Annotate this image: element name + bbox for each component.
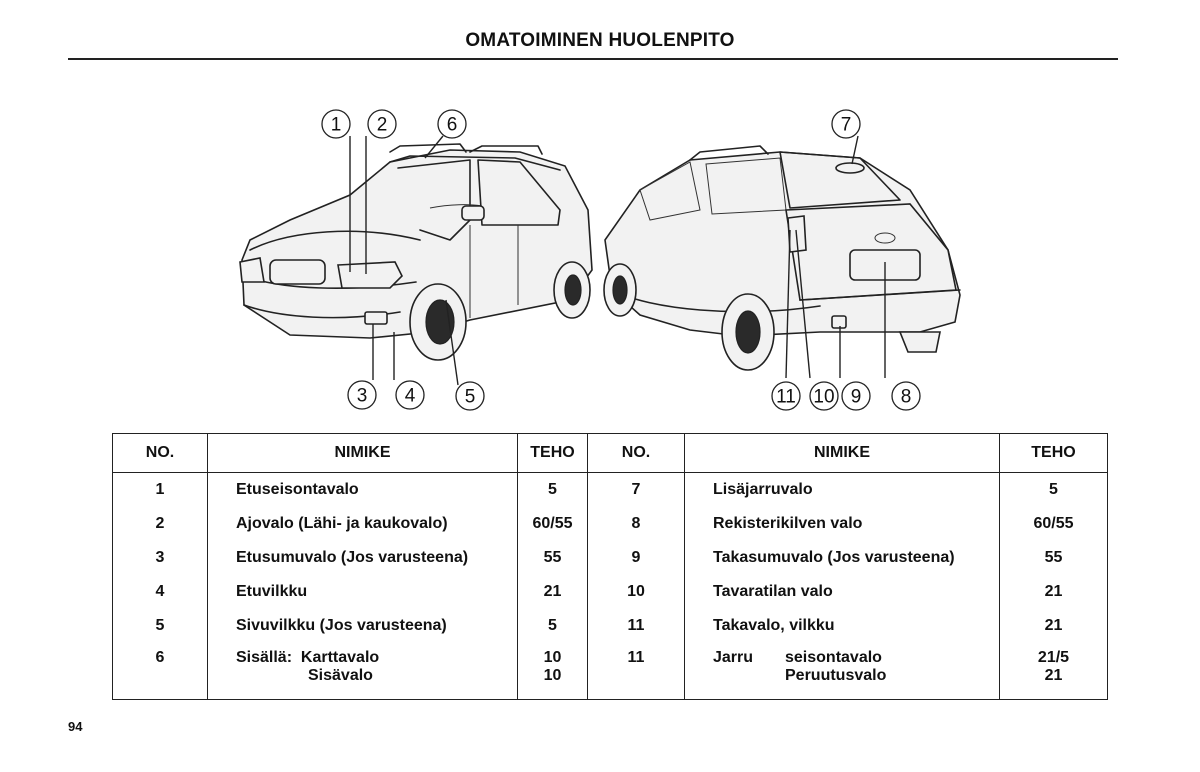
callout-9: 9	[841, 381, 871, 411]
svg-text:9: 9	[851, 387, 862, 408]
callout-6: 6	[437, 109, 467, 139]
svg-text:1: 1	[331, 115, 342, 136]
table-row: 2 Ajovalo (Lähi- ja kaukovalo) 60/55 8 R…	[113, 507, 1108, 541]
callout-11a: 11	[771, 381, 801, 411]
row-name: Takasumuvalo (Jos varusteena)	[684, 541, 1000, 575]
header-teho-left: TEHO	[517, 433, 588, 473]
vehicle-illustration: 1 2 6 3 4 5 7 11 10 9 8	[239, 109, 961, 411]
page-title: OMATOIMINEN HUOLENPITO	[465, 30, 735, 51]
row-teho-line1: 10	[543, 649, 562, 666]
callout-7: 7	[831, 109, 861, 139]
svg-text:5: 5	[465, 387, 476, 408]
row-name: Sivuvilkku (Jos varusteena)	[207, 609, 518, 643]
row-no: 9	[587, 541, 685, 575]
table-header-row: NO. NIMIKE TEHO NO. NIMIKE TEHO	[112, 433, 1108, 473]
row-no: 4	[155, 583, 165, 600]
row-no: 1	[155, 481, 165, 498]
header-nimike-right: NIMIKE	[684, 433, 1000, 473]
row-name-part-b: seisontavalo	[785, 649, 882, 666]
row-teho: 55	[999, 541, 1108, 575]
row-no: 8	[587, 507, 685, 541]
callout-1: 1	[321, 109, 351, 139]
callout-5: 5	[455, 381, 485, 411]
svg-text:7: 7	[841, 115, 852, 136]
row-name: Etuvilkku	[207, 575, 518, 609]
row-teho: 55	[517, 541, 588, 575]
row-no: 11	[587, 609, 685, 643]
header-nimike-left: NIMIKE	[207, 433, 518, 473]
table-row: 6 Sisällä: Karttavalo Sisävalo 10 10 11 …	[113, 643, 1108, 700]
rear-view-car	[603, 145, 961, 371]
table-row: 5 Sivuvilkku (Jos varusteena) 5 11 Takav…	[113, 609, 1108, 643]
callout-8: 8	[891, 381, 921, 411]
row-name: Lisäjarruvalo	[684, 472, 1000, 507]
row-teho: 10 10	[517, 643, 588, 700]
row-teho: 5	[517, 472, 588, 507]
row-no: 11	[587, 643, 685, 700]
row-teho: 21	[999, 609, 1108, 643]
page-number: 94	[68, 719, 83, 734]
callout-4: 4	[395, 380, 425, 410]
row-name-line2: Sisävalo	[308, 667, 373, 684]
table-row: 3 Etusumuvalo (Jos varusteena) 55 9 Taka…	[113, 541, 1108, 575]
callout-3: 3	[347, 380, 377, 410]
row-name: Etuseisontavalo	[207, 472, 518, 507]
svg-text:10: 10	[813, 387, 834, 408]
row-no: 7	[587, 472, 685, 507]
row-no: 10	[587, 575, 685, 609]
row-name: Etusumuvalo (Jos varusteena)	[207, 541, 518, 575]
row-teho: 21	[517, 575, 588, 609]
row-name-line1: Jarru seisontavalo	[713, 649, 999, 667]
row-no: 2	[155, 515, 165, 532]
row-teho-line1: 21/5	[1037, 649, 1070, 666]
svg-text:8: 8	[901, 387, 912, 408]
row-name: Rekisterikilven valo	[684, 507, 1000, 541]
row-no: 3	[155, 549, 165, 566]
header-teho-right: TEHO	[999, 433, 1108, 473]
row-teho: 21/5 21	[999, 643, 1108, 700]
table-row: 4 Etuvilkku 21 10 Tavaratilan valo 21	[113, 575, 1108, 609]
row-teho-line2: 21	[1044, 667, 1063, 684]
callout-2: 2	[367, 109, 397, 139]
svg-text:4: 4	[405, 386, 416, 407]
row-name: Takavalo, vilkku	[684, 609, 1000, 643]
row-name-part-a: Jarru	[713, 649, 754, 666]
row-name: Tavaratilan valo	[684, 575, 1000, 609]
row-teho-line2: 10	[543, 667, 562, 684]
row-name-line1: Sisällä: Karttavalo	[236, 649, 380, 666]
callout-leader-lines	[349, 135, 886, 386]
row-name: Jarru seisontavalo Peruutusvalo	[684, 643, 1000, 700]
row-name-line2: Peruutusvalo	[785, 667, 887, 684]
row-no: 6	[155, 649, 165, 666]
svg-text:11: 11	[776, 387, 796, 408]
header-no-right: NO.	[587, 433, 685, 473]
svg-text:3: 3	[357, 386, 368, 407]
row-teho: 5	[517, 609, 588, 643]
row-teho: 5	[999, 472, 1108, 507]
header-no-left: NO.	[112, 433, 208, 473]
front-view-car	[239, 143, 593, 361]
row-teho: 60/55	[517, 507, 588, 541]
row-teho: 60/55	[999, 507, 1108, 541]
row-name: Ajovalo (Lähi- ja kaukovalo)	[207, 507, 518, 541]
row-no: 5	[155, 617, 165, 634]
row-name: Sisällä: Karttavalo Sisävalo	[207, 643, 518, 700]
table-row: 1 Etuseisontavalo 5 7 Lisäjarruvalo 5	[113, 472, 1108, 507]
svg-text:6: 6	[447, 115, 458, 136]
title-divider	[68, 58, 1118, 60]
bulb-spec-table: NO. NIMIKE TEHO NO. NIMIKE TEHO 1 Etusei…	[112, 433, 1108, 700]
callout-10: 10	[809, 381, 839, 411]
vehicle-lights-figure: 1 2 6 3 4 5 7 11 10 9 8	[220, 100, 980, 420]
row-teho: 21	[999, 575, 1108, 609]
svg-text:2: 2	[377, 115, 388, 136]
